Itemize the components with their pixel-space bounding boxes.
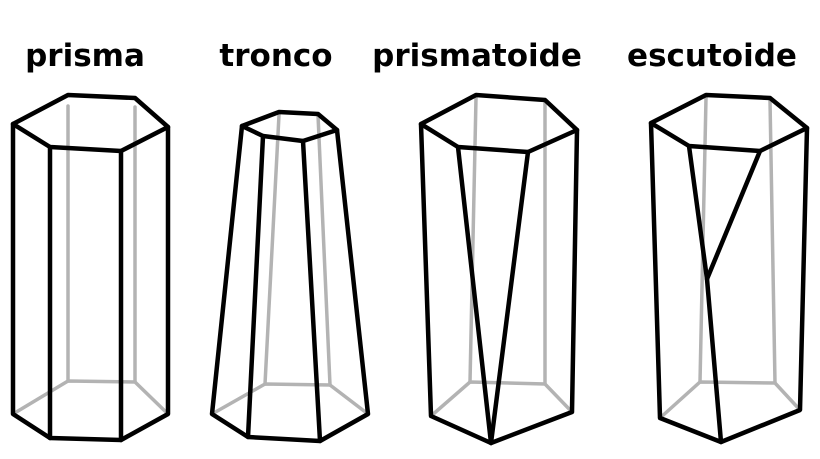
frustum-hidden-edges: [210, 113, 370, 416]
scutoid-split-edge: [704, 148, 763, 282]
prismatoid-visible-edges: [418, 92, 580, 446]
frustum-hidden-bottom: [210, 382, 370, 416]
label-escutoide: escutoide: [627, 38, 797, 74]
frustum-outline: [209, 123, 371, 444]
frustum-hidden-vertical-2: [316, 113, 332, 387]
frustum-front-edge-right: [300, 138, 323, 444]
label-prismatoide: prismatoide: [372, 38, 582, 74]
label-prisma: prisma: [25, 38, 145, 74]
prismatoid-front-edge-left: [455, 144, 494, 446]
prismatoid-hidden-bottom: [429, 380, 574, 418]
scutoid-top-face: [648, 92, 810, 154]
prism-visible-edges: [10, 92, 171, 443]
prism-top-face: [10, 92, 171, 154]
scutoid-visible-edges: [648, 92, 810, 445]
prism-hidden-bottom: [11, 379, 170, 416]
scutoid-solid: [648, 92, 810, 445]
label-tronco: tronco: [219, 38, 333, 74]
prism-solid: [10, 92, 171, 443]
scutoid-hidden-bottom: [658, 380, 802, 420]
prism-outline: [10, 121, 171, 443]
scutoid-hidden-edges: [658, 96, 802, 420]
prismatoid-front-edge-right: [488, 149, 531, 446]
prismatoid-hidden-edges: [429, 96, 574, 418]
frustum-visible-edges: [209, 109, 371, 444]
frustum-hidden-vertical-1: [263, 113, 281, 386]
prism-hidden-edges: [11, 104, 170, 416]
prismatoid-hidden-vertical-1: [468, 96, 478, 384]
frustum-solid: [209, 109, 371, 444]
frustum-front-edge-left: [245, 133, 266, 440]
frustum-top-face: [239, 109, 340, 144]
prismatoid-solid: [418, 92, 580, 446]
prismatoid-top-face: [418, 92, 580, 155]
